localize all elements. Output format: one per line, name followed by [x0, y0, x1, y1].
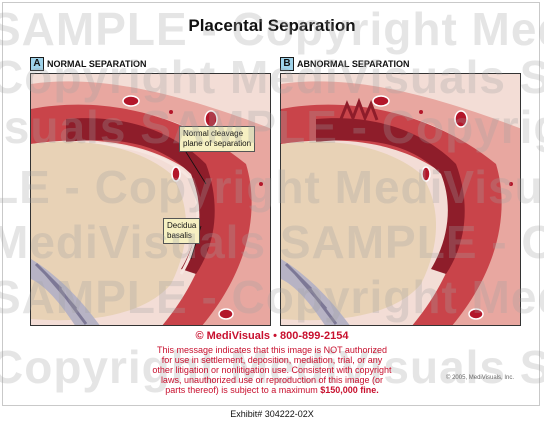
callout-cleavage-line-2: plane of separation [183, 139, 252, 148]
callout-decidua-line-2: basalis [167, 231, 192, 240]
callout-cleavage-plane: Normal cleavage plane of separation [179, 126, 256, 152]
callout-decidua-line-1: Decidua [167, 221, 197, 230]
callout-decidua-basalis: Decidua basalis [163, 218, 201, 244]
copyright-line: © MediVisuals • 800-899-2154 [195, 330, 349, 342]
panel-b-illustration [280, 73, 521, 326]
warning-line: other litigation or nonlitigation use. C… [152, 365, 392, 375]
callout-cleavage-line-1: Normal cleavage [183, 129, 244, 138]
usage-warning: This message indicates that this image i… [122, 345, 422, 395]
normal-separation-drawing [31, 74, 270, 325]
warning-prefix: parts thereof) is subject to a maximum [165, 385, 321, 395]
small-copyright: © 2005, MediVisuals, Inc. [445, 375, 514, 381]
panel-b-caption: ABNORMAL SEPARATION [297, 59, 410, 69]
panel-a-label: A NORMAL SEPARATION [30, 57, 147, 71]
panel-b-letter: B [280, 57, 294, 71]
abnormal-separation-drawing [281, 74, 520, 325]
warning-line: laws, unauthorized use or reproduction o… [160, 375, 384, 385]
exhibit-number: Exhibit# 304222-02X [230, 409, 314, 419]
panel-a-caption: NORMAL SEPARATION [47, 59, 147, 69]
panel-a-illustration [30, 73, 271, 326]
warning-line: This message indicates that this image i… [157, 345, 387, 355]
warning-fine: $150,000 fine. [320, 385, 379, 395]
warning-line-last: parts thereof) is subject to a maximum $… [122, 385, 422, 395]
panel-b-label: B ABNORMAL SEPARATION [280, 57, 410, 71]
diagram-title: Placental Separation [188, 16, 356, 35]
warning-line: for use in settlement, deposition, media… [161, 355, 383, 365]
panel-a-letter: A [30, 57, 44, 71]
